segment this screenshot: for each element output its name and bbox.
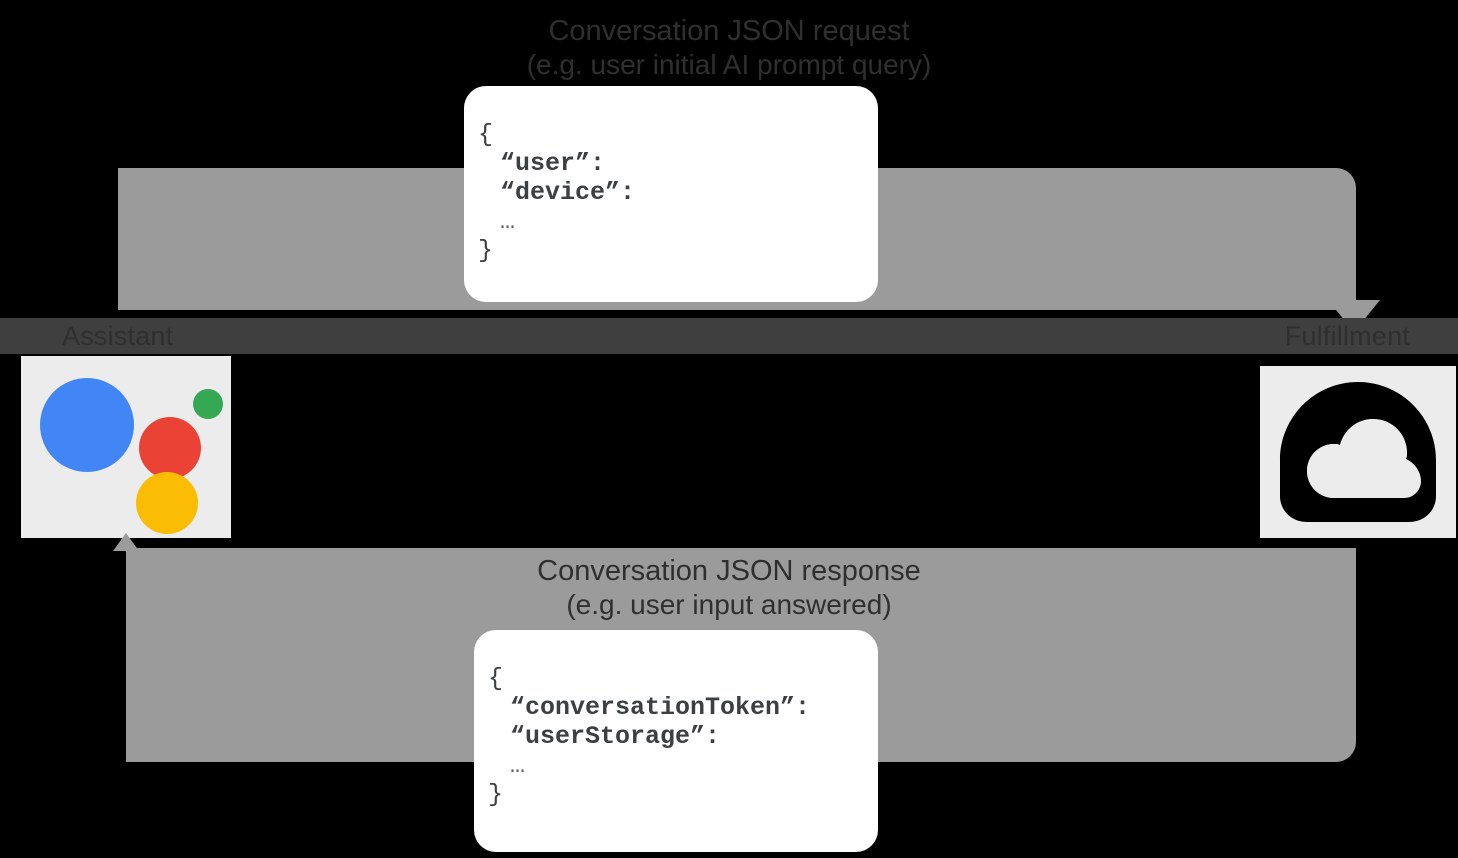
response-json-close-brace: }: [488, 780, 504, 809]
response-flow-subtitle: (e.g. user input answered): [566, 589, 892, 620]
google-assistant-blue-dot-icon: [40, 378, 134, 472]
request-json-ellipsis: …: [500, 207, 518, 236]
response-json-ellipsis: …: [510, 751, 528, 780]
cloud-functions-icon: [1280, 382, 1436, 522]
fulfillment-icon-tile: [1260, 366, 1456, 538]
fulfillment-label: Fulfillment: [1284, 321, 1410, 351]
request-json-close-brace: }: [478, 236, 494, 265]
response-json-key-conversationtoken: “conversationToken”:: [510, 693, 811, 722]
request-flow-subtitle: (e.g. user initial AI prompt query): [526, 49, 932, 80]
actor-divider-band: [0, 318, 1458, 354]
google-assistant-green-dot-icon: [193, 389, 223, 419]
assistant-label: Assistant: [62, 321, 174, 351]
response-json-open-brace: {: [488, 664, 504, 693]
response-json-key-userstorage: “userStorage”:: [510, 722, 721, 751]
response-arrow-head-icon: [113, 533, 139, 551]
request-json-card: { “user”: “device”: … }: [464, 86, 878, 302]
assistant-icon-tile: [21, 356, 231, 538]
request-json-key-user: “user”:: [500, 149, 606, 178]
request-json-open-brace: {: [478, 120, 494, 149]
response-json-card: { “conversationToken”: “userStorage”: … …: [474, 630, 878, 852]
google-assistant-red-dot-icon: [139, 417, 201, 479]
google-assistant-yellow-dot-icon: [136, 472, 198, 534]
response-flow-title: Conversation JSON response: [537, 555, 921, 587]
request-json-key-device: “device”:: [500, 178, 636, 207]
request-flow-title: Conversation JSON request: [548, 15, 910, 47]
